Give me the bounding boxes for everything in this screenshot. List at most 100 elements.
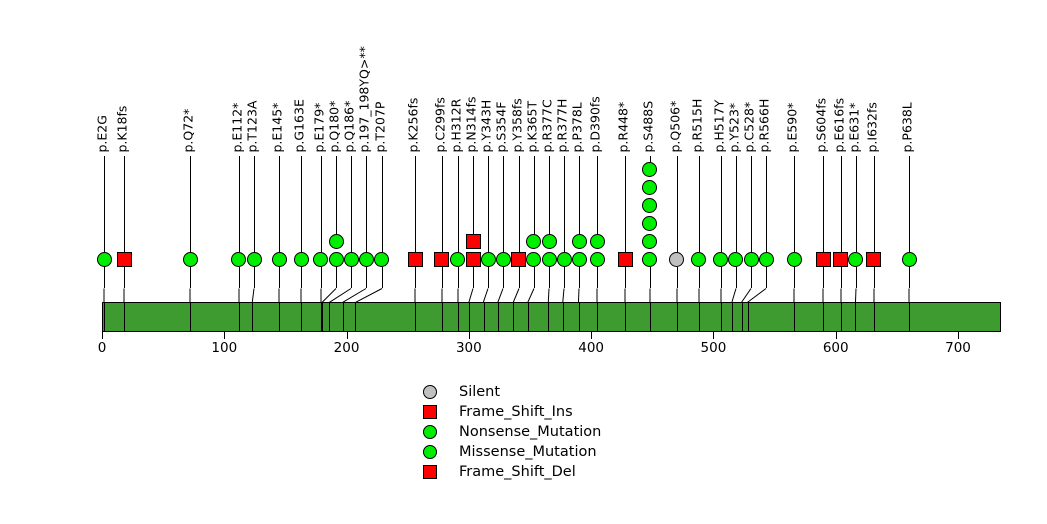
axis-tick-label: 100 (211, 340, 238, 356)
legend-swatch-icon (423, 405, 437, 419)
axis-tick-label: 200 (333, 340, 360, 356)
lollipop-stem (351, 156, 353, 252)
lollipop-connector (251, 288, 255, 303)
mutation-marker (465, 251, 481, 267)
lollipop-stem-lower (104, 266, 106, 288)
domain-divider (124, 303, 125, 331)
mutation-marker (116, 251, 132, 267)
mutation-marker (815, 251, 831, 267)
lollipop-stem (720, 156, 722, 252)
domain-divider (457, 303, 459, 331)
axis-tick (958, 332, 959, 339)
lollipop-stem-lower (823, 266, 825, 288)
mutation-label: p.197_198YQ>** (356, 45, 372, 152)
mutation-marker (713, 251, 729, 267)
domain-divider (676, 303, 678, 331)
lollipop-stem-lower (351, 266, 353, 288)
lollipop-stem-lower (366, 266, 368, 288)
axis-tick (468, 332, 470, 339)
axis-tick (713, 332, 715, 339)
lollipop-connector (441, 288, 443, 303)
lollipop-stem-lower (190, 266, 192, 288)
lollipop-connector (908, 288, 910, 303)
axis-tick-label: 400 (578, 340, 605, 356)
mutation-label: p.R377H (554, 98, 570, 152)
mutation-marker (571, 233, 587, 249)
mutation-label: p.H517Y (711, 99, 727, 152)
mutation-label: p.H312R (448, 98, 464, 152)
domain-divider (625, 303, 627, 331)
mutation-marker (293, 251, 309, 267)
lollipop-connector (649, 288, 651, 303)
lollipop-stem (794, 156, 796, 252)
mutation-marker (541, 233, 557, 249)
lollipop-connector (676, 288, 678, 303)
mutation-label: p.E631* (846, 102, 862, 152)
lollipop-stem-lower (441, 266, 443, 288)
lollipop-connector (596, 288, 598, 303)
domain-divider (548, 303, 550, 331)
mutation-label: p.Q72* (180, 108, 196, 152)
domain-divider (597, 303, 599, 331)
lollipop-stem-lower (488, 266, 490, 288)
domain-divider (512, 303, 514, 331)
mutation-label: p.T207P (372, 101, 388, 152)
lollipop-stem (238, 156, 240, 252)
axis-tick-label: 700 (945, 340, 971, 356)
legend-label: Frame_Shift_Ins (459, 404, 573, 420)
mutation-marker (589, 233, 605, 249)
mutation-label: p.R448* (615, 101, 631, 152)
mutation-label: p.P638L (899, 101, 915, 152)
lollipop-stem-lower (503, 266, 505, 288)
lollipop-stem-lower (533, 266, 535, 288)
mutation-marker (642, 179, 658, 195)
lollipop-connector (873, 288, 875, 303)
lollipop-stem-lower (301, 266, 303, 288)
mutation-marker (480, 251, 496, 267)
domain-divider (909, 303, 911, 331)
mutation-marker (358, 251, 374, 267)
mutation-label: p.K365T (524, 100, 540, 152)
mutation-marker (343, 251, 359, 267)
axis-tick (102, 332, 103, 339)
mutation-label: p.S354F (493, 101, 509, 152)
lollipop-stem-lower (597, 266, 599, 288)
axis-tick-label: 600 (822, 340, 849, 356)
lollipop-stem (855, 156, 857, 252)
mutation-label: p.Y523* (726, 102, 742, 152)
lollipop-connector (840, 288, 842, 303)
mutation-label: p.I632fs (864, 101, 880, 152)
domain-divider (873, 303, 875, 331)
lollipop-connector (300, 288, 302, 303)
legend-swatch-icon (423, 445, 437, 459)
mutation-marker (642, 233, 658, 249)
domain-divider (823, 303, 825, 331)
lollipop-stem (751, 156, 753, 252)
domain-divider (483, 303, 485, 331)
mutation-marker (526, 233, 542, 249)
lollipop-stem (564, 156, 566, 252)
domain-divider (498, 303, 500, 331)
domain-divider (104, 303, 106, 331)
lollipop-stem (441, 156, 443, 252)
mutation-marker (758, 251, 774, 267)
lollipop-stem (823, 156, 825, 252)
lollipop-stem-lower (320, 266, 322, 288)
lollipop-stem (909, 156, 911, 252)
mutation-marker (901, 251, 917, 267)
lollipop-connector (103, 288, 105, 303)
mutation-label: p.Q506* (667, 100, 683, 152)
mutation-marker (642, 197, 658, 213)
legend-label: Nonsense_Mutation (459, 424, 602, 440)
lollipop-stem-lower (751, 266, 753, 288)
lollipop-stem (873, 156, 875, 252)
lollipop-connector (457, 288, 459, 303)
lollipop-stem (840, 156, 842, 252)
mutation-marker (541, 251, 557, 267)
lollipop-connector (698, 288, 700, 303)
lollipop-connector (278, 288, 280, 303)
mutation-marker (96, 251, 112, 267)
protein-domain-bar (102, 302, 1001, 332)
lollipop-connector (320, 288, 322, 303)
legend-label: Missense_Mutation (459, 444, 597, 460)
